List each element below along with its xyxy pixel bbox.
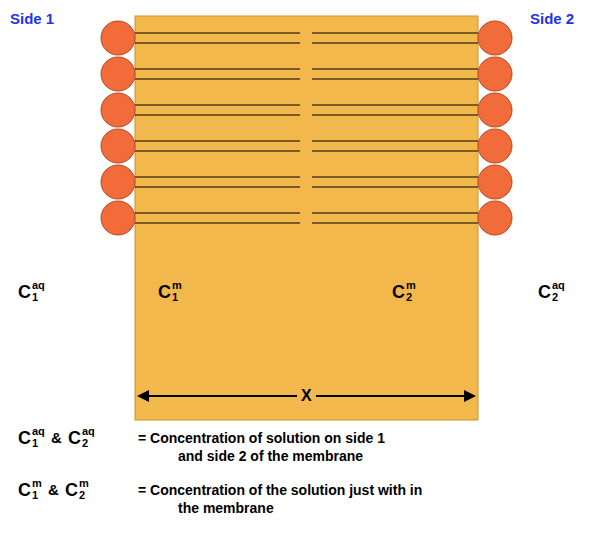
index-stack: m2 — [79, 478, 89, 501]
lipid-tail — [312, 141, 478, 142]
lipid-tail — [135, 69, 300, 70]
symbol-letter: C — [18, 283, 31, 301]
definition-text: = Concentration of solution on side 1 an… — [138, 429, 403, 465]
superscript: m — [79, 478, 89, 490]
lipid-head — [478, 93, 512, 127]
lipid-tail — [312, 79, 478, 80]
concentration-symbol: Cm2 — [65, 478, 89, 501]
lipid-tail — [135, 33, 300, 34]
concentration-symbol: Caq1 — [18, 280, 45, 303]
superscript: m — [406, 280, 416, 292]
lipid-tail — [135, 105, 300, 106]
subscript: 2 — [82, 438, 95, 450]
concentration-symbol: Cm2 — [392, 280, 416, 303]
ampersand: & — [51, 430, 62, 445]
lipid-head — [478, 165, 512, 199]
lipid-tail — [312, 115, 478, 116]
lipid-tail — [135, 43, 300, 44]
index-stack: m2 — [406, 280, 416, 303]
lipid-tail — [312, 105, 478, 106]
lipid-tail — [312, 187, 478, 188]
index-stack: m1 — [32, 478, 42, 501]
lipid-tail — [312, 151, 478, 152]
lipid-tail — [135, 213, 300, 214]
index-stack: aq1 — [32, 280, 45, 303]
symbol-letter: C — [68, 429, 81, 447]
arrow-head — [464, 390, 476, 402]
subscript: 1 — [32, 292, 45, 304]
concentration-symbol: Cm1 — [18, 478, 42, 501]
lipid-head — [101, 201, 135, 235]
superscript: aq — [552, 280, 565, 292]
lipid-head — [478, 57, 512, 91]
index-stack: aq2 — [82, 426, 95, 449]
concentration-symbol: Caq2 — [538, 280, 565, 303]
lipid-head — [101, 21, 135, 55]
ampersand: & — [48, 482, 59, 497]
lipid-tail — [135, 187, 300, 188]
subscript: 2 — [552, 292, 565, 304]
lipid-head — [101, 93, 135, 127]
lipid-tail — [135, 115, 300, 116]
side-label: Side 2 — [530, 10, 574, 27]
lipid-tail — [135, 223, 300, 224]
subscript: 2 — [79, 490, 89, 502]
membrane-body — [135, 16, 478, 420]
superscript: aq — [32, 280, 45, 292]
lipid-head — [478, 129, 512, 163]
lipid-tail — [135, 141, 300, 142]
symbol-letter: C — [18, 481, 31, 499]
concentration-symbol: Caq2 — [68, 426, 95, 449]
lipid-tail — [312, 177, 478, 178]
superscript: m — [172, 280, 182, 292]
superscript: m — [32, 478, 42, 490]
concentration-symbol: Cm1 — [158, 280, 182, 303]
subscript: 2 — [406, 292, 416, 304]
subscript: 1 — [32, 438, 45, 450]
lipid-head — [101, 129, 135, 163]
lipid-tail — [312, 69, 478, 70]
lipid-tail — [312, 223, 478, 224]
subscript: 1 — [32, 490, 42, 502]
superscript: aq — [82, 426, 95, 438]
lipid-tail — [312, 43, 478, 44]
side-label: Side 1 — [10, 10, 54, 27]
definition-text: = Concentration of the solution just wit… — [138, 481, 443, 517]
index-stack: m1 — [172, 280, 182, 303]
lipid-head — [478, 201, 512, 235]
index-stack: aq1 — [32, 426, 45, 449]
lipid-head — [478, 21, 512, 55]
arrow-head — [137, 390, 149, 402]
lipid-tail — [312, 213, 478, 214]
lipid-tail — [135, 151, 300, 152]
index-stack: aq2 — [552, 280, 565, 303]
dimension-label: X — [297, 388, 316, 404]
symbol-letter: C — [18, 429, 31, 447]
symbol-letter: C — [65, 481, 78, 499]
lipid-head — [101, 165, 135, 199]
lipid-tail — [135, 79, 300, 80]
superscript: aq — [32, 426, 45, 438]
symbol-letter: C — [158, 283, 171, 301]
lipid-head — [101, 57, 135, 91]
concentration-symbol: Caq1 — [18, 426, 45, 449]
subscript: 1 — [172, 292, 182, 304]
symbol-letter: C — [538, 283, 551, 301]
symbol-letter: C — [392, 283, 405, 301]
lipid-tail — [135, 177, 300, 178]
lipid-tail — [312, 33, 478, 34]
